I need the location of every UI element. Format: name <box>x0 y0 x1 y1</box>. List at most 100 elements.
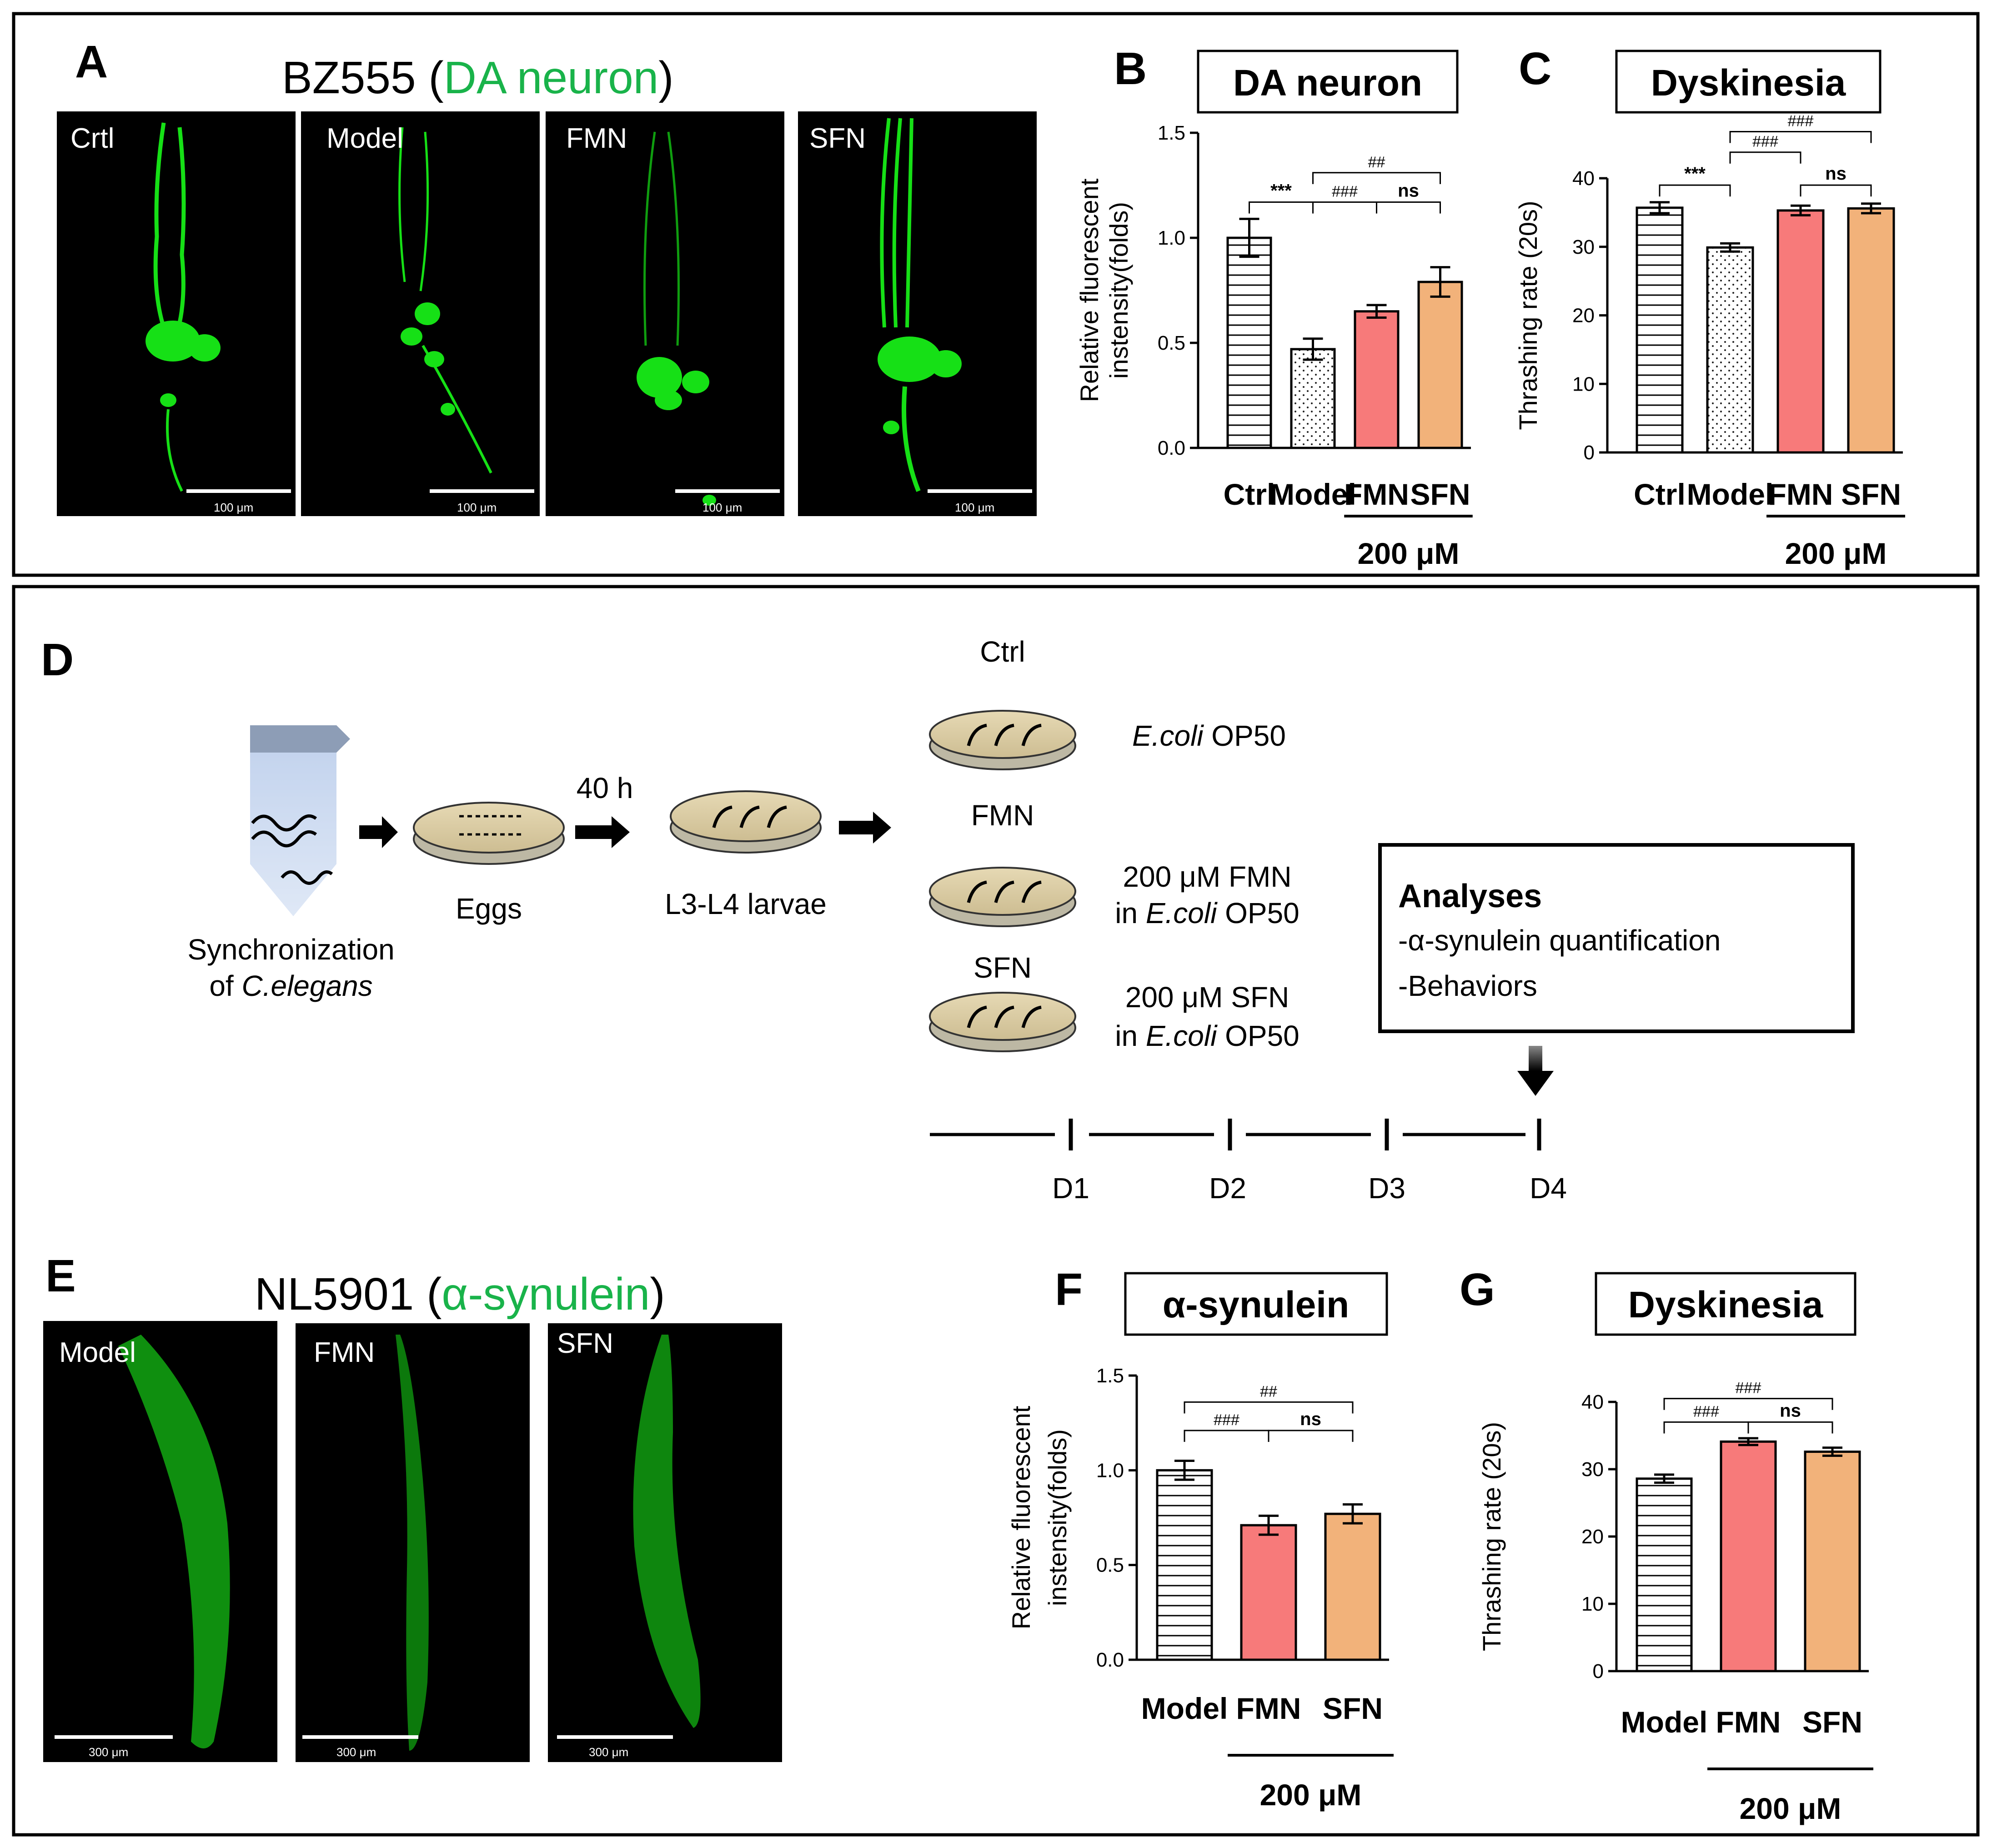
micrograph-model: Model 100 μm <box>301 111 540 516</box>
y-axis-label: Thrashing rate (20s) <box>1477 1422 1506 1651</box>
eggs-label: Eggs <box>456 892 522 925</box>
concentration-label: 200 μM <box>1358 537 1460 570</box>
panel-letter-g: G <box>1460 1264 1495 1315</box>
chart-title: α-synulein <box>1163 1284 1349 1326</box>
arrow-icon <box>359 816 398 848</box>
y-axis-label: Thrashing rate (20s) <box>1514 201 1542 430</box>
panel-letter-c: C <box>1519 43 1551 94</box>
day-label: D4 <box>1530 1172 1567 1205</box>
chart-b: B DA neuron 0.00.51.01.5 Relative fluore… <box>1075 43 1473 570</box>
time-label: 40 h <box>577 772 633 804</box>
concentration-label: 200 μM <box>1785 537 1887 570</box>
bar-sfn <box>1847 207 1895 454</box>
micrograph-fmn: FMN 300 μm <box>296 1323 530 1762</box>
bar-model <box>1156 1469 1213 1661</box>
chart-title-box <box>1595 1272 1857 1336</box>
significance-label: ## <box>1260 1383 1277 1400</box>
y-tick-label: 20 <box>1581 1526 1604 1548</box>
error-bar <box>1822 1446 1842 1457</box>
y-tick-label: 40 <box>1572 167 1595 190</box>
micrograph-crtl: Crtl 100 μm <box>57 111 296 516</box>
panel-letter-b: B <box>1114 43 1147 94</box>
y-axis-label: Relative fluorescent <box>1075 178 1104 402</box>
group-name: SFN <box>973 951 1032 984</box>
x-category-label: Ctrl <box>1224 477 1275 511</box>
panel-d-diagram: D Synchronization of C.elegans Eggs 40 h <box>41 634 1855 1205</box>
error-bar <box>1343 1503 1363 1525</box>
error-bar <box>1259 1514 1279 1536</box>
panel-e: E NL5901 (α-synulein) Model 300 μm FMN 3… <box>43 1250 782 1762</box>
x-category-label: SFN <box>1802 1705 1862 1739</box>
y-axis-label: instensity(folds) <box>1104 202 1133 379</box>
scale-bar-label: 100 μm <box>457 501 497 514</box>
error-bar <box>1366 304 1387 319</box>
significance-bracket <box>1663 1398 1833 1410</box>
y-tick-label: 1.5 <box>1096 1365 1124 1387</box>
significance-bracket <box>1184 1401 1354 1414</box>
x-category-label: Model <box>1687 477 1774 511</box>
error-bar <box>1791 204 1811 216</box>
significance-bracket <box>1663 1421 1749 1434</box>
y-axis-label: instensity(folds) <box>1043 1429 1072 1606</box>
significance-bracket <box>1800 184 1872 197</box>
y-tick-label: 40 <box>1581 1391 1604 1413</box>
y-tick-label: 30 <box>1581 1458 1604 1481</box>
y-tick-label: 1.0 <box>1158 227 1185 249</box>
y-tick-label: 1.0 <box>1096 1459 1124 1481</box>
error-bar <box>1239 217 1259 258</box>
panel-a: A BZ555 (DA neuron) Crtl 100 μm <box>57 36 1037 516</box>
micrograph-label: Model <box>326 123 403 154</box>
significance-label: ns <box>1300 1409 1321 1429</box>
bar-fmn <box>1720 1440 1777 1672</box>
significance-bracket <box>1659 184 1731 197</box>
treatment-fmn: FMN 200 μM FMN in E.coli OP50 <box>929 799 1300 929</box>
error-bar <box>1738 1437 1758 1446</box>
significance-label: ns <box>1780 1401 1801 1421</box>
y-axis-label: Relative fluorescent <box>1007 1406 1035 1629</box>
y-tick-label: 1.5 <box>1158 122 1185 144</box>
significance-label: *** <box>1270 181 1292 201</box>
bar-model <box>1636 1477 1693 1672</box>
panel-e-title: NL5901 (α-synulein) <box>255 1269 665 1320</box>
scale-bar-label: 300 μm <box>89 1745 128 1759</box>
scale-bar-label: 100 μm <box>702 501 742 514</box>
group-desc-line1: 200 μM SFN <box>1125 981 1290 1014</box>
treatment-ctrl: Ctrl E.coli OP50 <box>929 635 1286 770</box>
significance-bracket <box>1268 1430 1354 1442</box>
x-category-label: FMN <box>1768 477 1833 511</box>
micrograph-model: Model 300 μm <box>43 1321 277 1762</box>
scale-bar-label: 300 μm <box>336 1745 376 1759</box>
y-tick-label: 0.5 <box>1096 1554 1124 1577</box>
bar-fmn <box>1240 1524 1297 1661</box>
significance-label: ## <box>1368 154 1385 171</box>
bottom-frame <box>12 585 1980 1837</box>
chart-f: F α-synulein 0.0 0.5 1.0 1.5 Relative fluor… <box>1007 1264 1394 1812</box>
sync-label-1: Synchronization <box>187 933 394 966</box>
y-tick-label: 0.0 <box>1096 1649 1124 1671</box>
chart-title: Dyskinesia <box>1628 1284 1824 1326</box>
bar-sfn <box>1324 1512 1381 1661</box>
y-tick-label: 0 <box>1584 442 1595 464</box>
y-tick-label: 10 <box>1581 1593 1604 1615</box>
significance-label: ### <box>1788 112 1814 130</box>
error-bar <box>1303 337 1323 361</box>
x-category-label: FMN <box>1716 1705 1781 1739</box>
scale-bar-label: 100 μm <box>214 501 253 514</box>
x-category-label: FMN <box>1344 477 1409 511</box>
micrograph-fmn: FMN 100 μm <box>546 111 784 516</box>
group-desc-line2: in E.coli OP50 <box>1115 897 1300 929</box>
error-bar <box>1861 202 1881 215</box>
significance-label: ### <box>1332 183 1358 200</box>
panel-letter-f: F <box>1055 1264 1083 1315</box>
chart-title-box <box>1197 50 1459 114</box>
significance-label: ### <box>1752 133 1778 151</box>
scale-bar-label: 100 μm <box>955 501 994 514</box>
concentration-label: 200 μM <box>1740 1792 1841 1825</box>
petri-dish-eggs-icon <box>413 802 565 865</box>
analyses-box: Analyses -α-synulein quantification -Beh… <box>1378 843 1855 1033</box>
group-desc-line1: E.coli OP50 <box>1132 719 1286 752</box>
significance-bracket <box>1312 172 1441 184</box>
error-bar <box>1650 201 1670 215</box>
micrograph-label: FMN <box>566 123 627 154</box>
bar-fmn <box>1776 209 1825 454</box>
